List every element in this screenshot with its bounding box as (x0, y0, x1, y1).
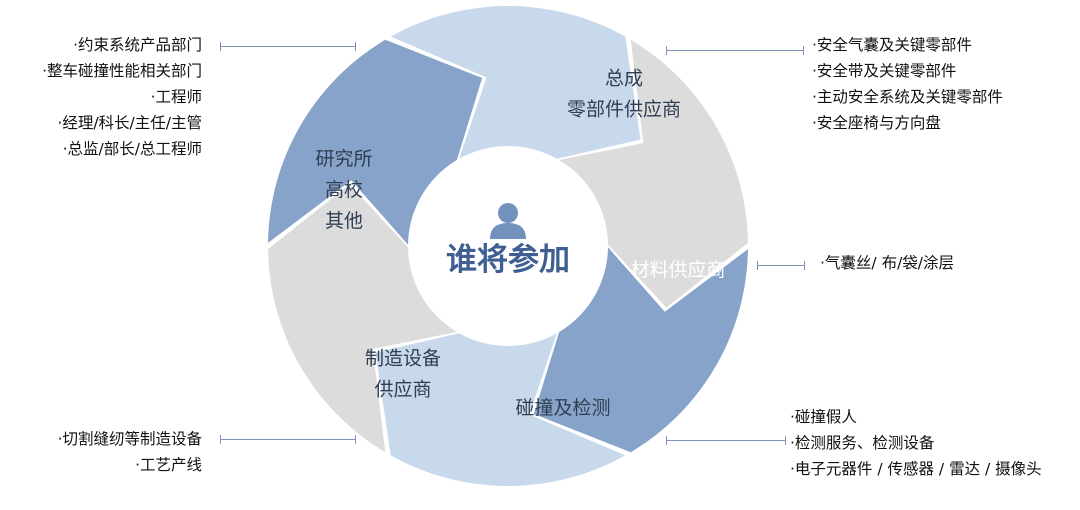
testing-list-item: ·检测服务、检测设备 (790, 434, 935, 452)
segment-testing (375, 333, 626, 486)
equipment-list-item: ·工艺产线 (135, 456, 202, 474)
segment-label-institutes: 高校 (325, 179, 363, 201)
segment-institutes (268, 39, 483, 245)
segment-equipment (268, 184, 457, 453)
materials-list-item: ·气囊丝/ 布/袋/涂层 (820, 254, 955, 272)
equipment-connector-line (220, 435, 356, 444)
person-icon (490, 203, 526, 239)
components-list-item: ·安全带及关键零部件 (812, 62, 957, 80)
oem-list-item: ·经理/科长/主任/主管 (57, 114, 202, 132)
testing-list: ·碰撞假人 ·检测服务、检测设备 ·电子元器件 / 传感器 / 雷达 / 摄像头 (790, 404, 1042, 482)
materials-list: ·气囊丝/ 布/袋/涂层 (820, 250, 954, 276)
testing-list-item: ·电子元器件 / 传感器 / 雷达 / 摄像头 (790, 460, 1042, 478)
components-list-item: ·安全气囊及关键零部件 (812, 36, 972, 54)
segment-oem (390, 5, 641, 159)
segment-label-institutes: 研究所 (315, 148, 372, 170)
oem-list-item: ·约束系统产品部门 (73, 36, 202, 54)
components-connector-line (666, 46, 804, 55)
components-list: ·安全气囊及关键零部件 ·安全带及关键零部件 ·主动安全系统及关键零部件 ·安全座椅与… (812, 32, 1003, 136)
materials-connector-line (757, 261, 805, 270)
oem-connector-line (220, 42, 356, 51)
segment-label-institutes: 其他 (325, 210, 363, 232)
segment-label-materials: 材料供应商 (630, 259, 725, 281)
segment-label-components: 总成 (605, 68, 643, 90)
components-list-item: ·安全座椅与方向盘 (812, 114, 941, 132)
center-title: 谁将参加 (446, 242, 570, 278)
oem-list-item: ·总监/部长/总工程师 (62, 140, 202, 158)
center-circle (411, 149, 605, 343)
segment-label-testing: 碰撞及检测 (515, 397, 610, 419)
testing-list-item: ·碰撞假人 (790, 408, 857, 426)
testing-connector-line (666, 436, 786, 445)
segment-label-equipment: 供应商 (374, 379, 431, 401)
segment-components (559, 39, 748, 308)
oem-list-item: ·整车碰撞性能相关部门 (42, 62, 202, 80)
oem-roles-list: ·约束系统产品部门 ·整车碰撞性能相关部门 ·工程师 ·经理/科长/主任/主管 ·总监/… (42, 32, 202, 162)
equipment-list-item: ·切割缝纫等制造设备 (57, 430, 202, 448)
equipment-list: ·切割缝纫等制造设备 ·工艺产线 (58, 426, 202, 478)
segment-label-components: 零部件供应商 (567, 99, 681, 121)
components-list-item: ·主动安全系统及关键零部件 (812, 88, 1003, 106)
segment-materials (533, 247, 748, 453)
oem-list-item: ·工程师 (150, 88, 202, 106)
segment-label-equipment: 制造设备 (365, 348, 441, 370)
